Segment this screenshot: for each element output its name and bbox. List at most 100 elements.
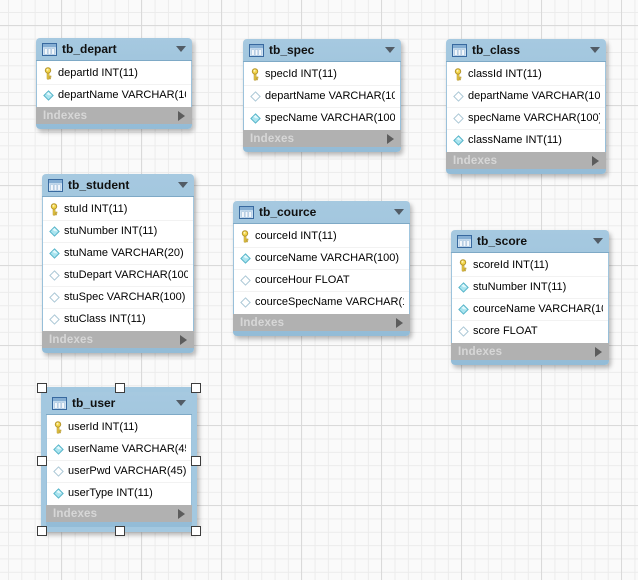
column-row[interactable]: departName VARCHAR(100) <box>37 84 191 106</box>
column-label: courceName VARCHAR(100) <box>473 303 603 315</box>
table-tb-user[interactable]: tb_user userId INT(11) userName VARCHAR(… <box>46 392 192 527</box>
column-row[interactable]: stuClass INT(11) <box>43 308 193 330</box>
table-header[interactable]: tb_depart <box>36 38 192 61</box>
indexes-section[interactable]: Indexes <box>42 331 194 348</box>
column-row[interactable]: courceHour FLOAT <box>234 269 409 291</box>
column-label: score FLOAT <box>473 325 538 337</box>
column-row[interactable]: userId INT(11) <box>47 416 191 438</box>
column-row[interactable]: courceName VARCHAR(100) <box>234 247 409 269</box>
table-tb-class[interactable]: tb_class classId INT(11) departName VARC… <box>446 39 606 174</box>
table-header[interactable]: tb_class <box>446 39 606 62</box>
nullable-column-icon <box>452 90 464 102</box>
column-label: specName VARCHAR(100) <box>468 112 600 124</box>
table-header[interactable]: tb_student <box>42 174 194 197</box>
table-tb-score[interactable]: tb_score scoreId INT(11) stuNumber INT(1… <box>451 230 609 365</box>
column-label: specId INT(11) <box>265 68 337 80</box>
column-label: stuSpec VARCHAR(100) <box>64 291 186 303</box>
indexes-section[interactable]: Indexes <box>243 130 401 147</box>
nullable-column-icon <box>239 296 251 308</box>
column-row[interactable]: courceSpecName VARCHAR(100) <box>234 291 409 313</box>
table-header[interactable]: tb_cource <box>233 201 410 224</box>
expand-arrow-icon <box>595 346 602 357</box>
column-row[interactable]: stuId INT(11) <box>43 198 193 220</box>
indexes-label: Indexes <box>53 507 98 520</box>
table-tb-cource[interactable]: tb_cource courceId INT(11) courceName VA… <box>233 201 410 336</box>
column-row[interactable]: stuSpec VARCHAR(100) <box>43 286 193 308</box>
table-header[interactable]: tb_spec <box>243 39 401 62</box>
indexes-section[interactable]: Indexes <box>36 107 192 124</box>
selection-handle-n[interactable] <box>115 383 125 393</box>
column-label: departName VARCHAR(100) <box>58 89 186 101</box>
column-label: stuClass INT(11) <box>64 313 146 325</box>
column-row[interactable]: departId INT(11) <box>37 62 191 84</box>
notnull-column-icon <box>52 487 64 499</box>
nullable-column-icon <box>249 90 261 102</box>
column-row[interactable]: stuName VARCHAR(20) <box>43 242 193 264</box>
column-row[interactable]: classId INT(11) <box>447 63 605 85</box>
column-row[interactable]: scoreId INT(11) <box>452 254 608 276</box>
column-row[interactable]: specName VARCHAR(100) <box>447 107 605 129</box>
column-row[interactable]: userName VARCHAR(45) <box>47 438 191 460</box>
indexes-section[interactable]: Indexes <box>451 343 609 360</box>
column-label: courceSpecName VARCHAR(100) <box>255 296 404 308</box>
collapse-arrow-icon[interactable] <box>176 46 186 52</box>
selection-handle-ne[interactable] <box>191 383 201 393</box>
column-row[interactable]: departName VARCHAR(100) <box>447 85 605 107</box>
column-row[interactable]: courceName VARCHAR(100) <box>452 298 608 320</box>
notnull-column-icon <box>457 303 469 315</box>
table-icon <box>239 205 254 219</box>
selection-handle-sw[interactable] <box>37 526 47 536</box>
column-row[interactable]: score FLOAT <box>452 320 608 342</box>
indexes-section[interactable]: Indexes <box>46 505 192 522</box>
indexes-section[interactable]: Indexes <box>233 314 410 331</box>
expand-arrow-icon <box>396 317 403 328</box>
column-label: departId INT(11) <box>58 67 138 79</box>
column-row[interactable]: specName VARCHAR(100) <box>244 107 400 129</box>
column-label: stuNumber INT(11) <box>64 225 158 237</box>
column-row[interactable]: userType INT(11) <box>47 482 191 504</box>
column-label: scoreId INT(11) <box>473 259 549 271</box>
table-header[interactable]: tb_score <box>451 230 609 253</box>
column-row[interactable]: stuNumber INT(11) <box>452 276 608 298</box>
selection-handle-w[interactable] <box>37 455 47 466</box>
column-label: userId INT(11) <box>68 421 139 433</box>
column-label: stuNumber INT(11) <box>473 281 567 293</box>
notnull-column-icon <box>42 89 54 101</box>
table-tb-spec[interactable]: tb_spec specId INT(11) departName VARCHA… <box>243 39 401 152</box>
nullable-column-icon <box>239 274 251 286</box>
collapse-arrow-icon[interactable] <box>593 238 603 244</box>
table-title: tb_score <box>477 234 528 248</box>
table-icon <box>457 234 472 248</box>
column-row[interactable]: courceId INT(11) <box>234 225 409 247</box>
collapse-arrow-icon[interactable] <box>178 182 188 188</box>
selection-handle-e[interactable] <box>191 455 201 466</box>
collapse-arrow-icon[interactable] <box>176 400 186 406</box>
column-row[interactable]: stuNumber INT(11) <box>43 220 193 242</box>
column-row[interactable]: className INT(11) <box>447 129 605 151</box>
nullable-column-icon <box>457 325 469 337</box>
collapse-arrow-icon[interactable] <box>590 47 600 53</box>
table-header[interactable]: tb_user <box>46 392 192 415</box>
column-row[interactable]: specId INT(11) <box>244 63 400 85</box>
selection-handle-s[interactable] <box>115 526 125 536</box>
table-tb-depart[interactable]: tb_depart departId INT(11) departName VA… <box>36 38 192 129</box>
column-row[interactable]: departName VARCHAR(100) <box>244 85 400 107</box>
table-tb-student[interactable]: tb_student stuId INT(11) stuNumber INT(1… <box>42 174 194 353</box>
collapse-arrow-icon[interactable] <box>394 209 404 215</box>
primary-key-icon <box>457 258 469 272</box>
indexes-section[interactable]: Indexes <box>446 152 606 169</box>
nullable-column-icon <box>48 291 60 303</box>
selection-handle-nw[interactable] <box>37 383 47 393</box>
column-label: userName VARCHAR(45) <box>68 443 186 455</box>
table-title: tb_spec <box>269 43 315 57</box>
selection-handle-se[interactable] <box>191 526 201 536</box>
table-title: tb_cource <box>259 205 317 219</box>
table-icon <box>452 43 467 57</box>
column-label: stuId INT(11) <box>64 203 128 215</box>
selection-frame[interactable]: tb_user userId INT(11) userName VARCHAR(… <box>37 383 201 536</box>
collapse-arrow-icon[interactable] <box>385 47 395 53</box>
indexes-label: Indexes <box>250 132 295 145</box>
column-row[interactable]: stuDepart VARCHAR(100) <box>43 264 193 286</box>
column-row[interactable]: userPwd VARCHAR(45) <box>47 460 191 482</box>
